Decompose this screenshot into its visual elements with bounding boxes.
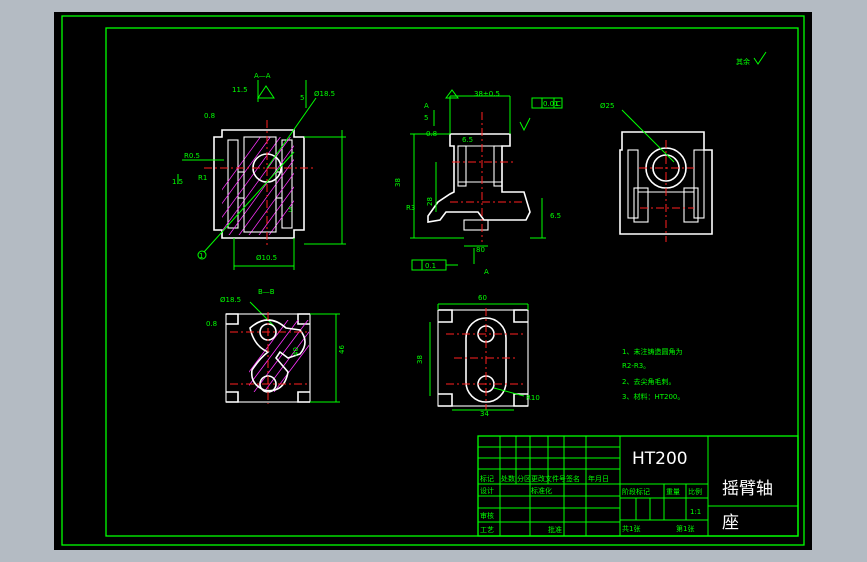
svg-text:标记: 标记 — [480, 474, 494, 483]
roughness-symbol-icon — [753, 51, 767, 65]
svg-text:28: 28 — [426, 197, 434, 206]
svg-text:签名: 签名 — [566, 474, 580, 483]
svg-text:0.8: 0.8 — [204, 112, 215, 120]
side-view: Ø25 — [600, 102, 713, 242]
svg-text:HT200: HT200 — [632, 449, 688, 469]
top-view: 60 38 34 R10 — [416, 294, 540, 418]
svg-text:座: 座 — [722, 513, 739, 533]
svg-text:工艺: 工艺 — [480, 526, 494, 534]
svg-text:38: 38 — [416, 355, 424, 364]
note-line-1: 1、未注铸造圆角为 — [622, 347, 682, 356]
front-view: A 38±0.5 0.01 C 5 0.8 6.5 38 — [394, 89, 563, 276]
svg-text:C: C — [556, 100, 561, 108]
svg-text:38±0.5: 38±0.5 — [474, 90, 500, 98]
technical-notes: 1、未注铸造圆角为 R2-R3。 2、去尖角毛刺。 3、材料：HT200。 — [622, 347, 684, 401]
svg-text:B—B: B—B — [258, 288, 275, 296]
svg-text:年月日: 年月日 — [588, 474, 609, 483]
svg-text:5: 5 — [288, 206, 292, 214]
svg-text:处数: 处数 — [501, 474, 515, 483]
svg-text:1: 1 — [199, 252, 203, 260]
svg-text:80: 80 — [476, 246, 485, 254]
svg-text:46: 46 — [338, 345, 346, 354]
svg-text:40: 40 — [292, 347, 300, 356]
section-bb-view: B—B Ø18.5 — [206, 288, 346, 404]
drawing-sheet: 其余 A—A — [54, 12, 812, 550]
svg-text:标准化: 标准化 — [531, 486, 552, 495]
svg-text:Ø18.5: Ø18.5 — [220, 296, 241, 304]
note-line-2: R2-R3。 — [622, 362, 650, 370]
note-line-3: 2、去尖角毛刺。 — [622, 377, 675, 386]
svg-text:重量: 重量 — [666, 488, 680, 496]
svg-text:阶段标记: 阶段标记 — [622, 487, 650, 496]
svg-text:1:1: 1:1 — [690, 508, 701, 516]
svg-text:0.01: 0.01 — [543, 100, 559, 108]
note-line-4: 3、材料：HT200。 — [622, 392, 684, 401]
svg-text:Ø25: Ø25 — [600, 102, 614, 110]
title-block: 标记 处数 分区 更改文件号 签名 年月日 设计 标准化 审核 工艺 批准 HT… — [477, 435, 799, 537]
svg-text:5: 5 — [424, 114, 428, 122]
inner-frame — [105, 27, 799, 537]
section-aa-view: A—A — [172, 72, 346, 270]
svg-text:38: 38 — [394, 178, 402, 187]
section-aa-label: A—A — [254, 72, 271, 80]
svg-text:0.1: 0.1 — [425, 262, 436, 270]
roughness-note: 其余 — [736, 57, 750, 66]
svg-text:R1: R1 — [198, 174, 207, 182]
svg-text:11.5: 11.5 — [232, 86, 248, 94]
svg-text:Ø10.5: Ø10.5 — [256, 254, 277, 262]
svg-text:共1张: 共1张 — [622, 524, 640, 533]
drawing-canvas: 其余 A—A — [61, 15, 805, 546]
svg-text:Ø18.5: Ø18.5 — [314, 90, 335, 98]
svg-text:比例: 比例 — [688, 487, 702, 496]
svg-text:批准: 批准 — [548, 525, 562, 534]
svg-text:6.5: 6.5 — [462, 136, 473, 144]
svg-text:5: 5 — [300, 94, 304, 102]
svg-text:第1张: 第1张 — [676, 524, 694, 533]
svg-text:A: A — [424, 102, 429, 110]
outer-frame — [61, 15, 805, 546]
svg-text:分区: 分区 — [517, 474, 531, 483]
svg-text:更改文件号: 更改文件号 — [531, 474, 566, 483]
svg-text:0.8: 0.8 — [206, 320, 217, 328]
svg-text:60: 60 — [478, 294, 487, 302]
svg-text:6.5: 6.5 — [550, 212, 561, 220]
svg-text:34: 34 — [480, 410, 489, 418]
svg-text:R3: R3 — [406, 204, 415, 212]
svg-text:设计: 设计 — [480, 486, 494, 495]
svg-text:A: A — [484, 268, 489, 276]
svg-text:R10: R10 — [526, 394, 540, 402]
svg-text:R0.5: R0.5 — [184, 152, 200, 160]
svg-text:审核: 审核 — [480, 511, 494, 520]
svg-text:摇臂轴: 摇臂轴 — [722, 479, 773, 499]
